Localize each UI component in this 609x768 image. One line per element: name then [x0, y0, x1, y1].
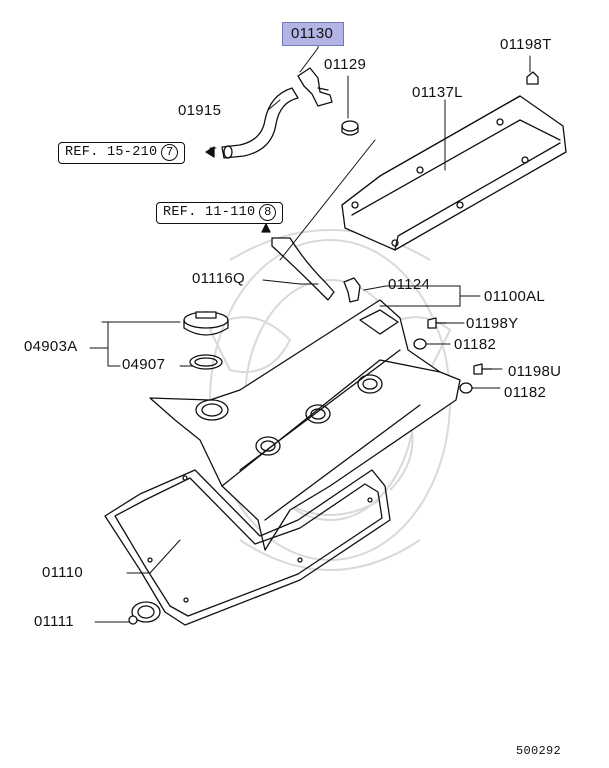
part-label-01130[interactable]: 01130	[282, 22, 345, 46]
part-label-01198y[interactable]: 01198Y	[466, 315, 519, 332]
ref-number-8: 8	[259, 204, 277, 221]
oil-cap-gasket-shape	[189, 354, 223, 370]
part-label-01129[interactable]: 01129	[324, 56, 367, 73]
part-label-04903a[interactable]: 04903A	[24, 338, 78, 355]
part-label-01182-a[interactable]: 01182	[454, 336, 497, 353]
fitting-01124-shape	[343, 277, 361, 303]
rocker-cover-shape	[341, 95, 567, 251]
ref-text-11-110: REF. 11-110	[163, 205, 256, 220]
plug-seal-shape	[128, 601, 161, 625]
part-label-01198t[interactable]: 01198T	[500, 36, 552, 53]
washer-01182a-shape	[413, 338, 427, 350]
pcv-valve-shape	[297, 67, 333, 107]
cover-gasket-shape	[104, 469, 391, 626]
part-label-01915[interactable]: 01915	[178, 102, 222, 119]
hose-01915-shape	[221, 87, 299, 159]
part-label-04907[interactable]: 04907	[122, 356, 166, 373]
part-label-01111[interactable]: 01111	[34, 613, 74, 630]
head-cover-shape	[149, 299, 461, 551]
grommet-shape	[341, 120, 359, 136]
bolt-01198y-shape	[427, 317, 447, 329]
ref-number-7: 7	[161, 144, 179, 161]
oil-cap-shape	[183, 311, 229, 336]
part-label-01198u[interactable]: 01198U	[508, 363, 562, 380]
hose-01116q-shape	[261, 223, 335, 301]
part-label-01110[interactable]: 01110	[42, 564, 83, 581]
part-label-01100al[interactable]: 01100AL	[484, 288, 546, 305]
bolt-01198t-shape	[526, 71, 539, 85]
diagram-code: 500292	[516, 744, 562, 758]
part-label-01182-b[interactable]: 01182	[504, 384, 547, 401]
ref-arrow-1	[205, 146, 215, 158]
part-label-01124[interactable]: 01124	[388, 276, 431, 293]
part-label-01137l[interactable]: 01137L	[412, 84, 463, 101]
washer-01182b-shape	[459, 382, 473, 394]
bolt-01198u-shape	[473, 363, 493, 375]
ref-text-15-210: REF. 15-210	[65, 145, 158, 160]
part-label-01116q[interactable]: 01116Q	[192, 270, 245, 287]
